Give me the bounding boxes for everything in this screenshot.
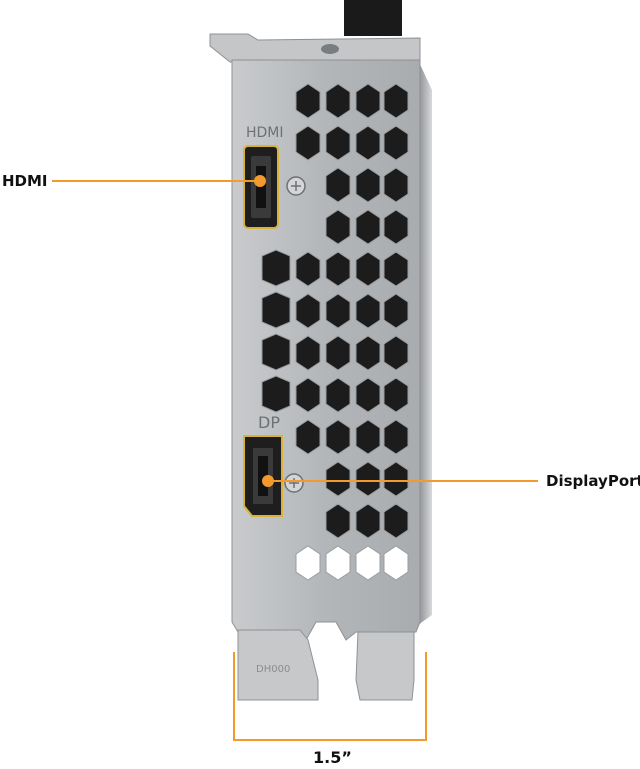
vent-opening [355, 503, 381, 539]
vent-opening [355, 335, 381, 371]
vent-opening [355, 545, 381, 581]
bracket-tab-left [237, 629, 319, 701]
vent-opening [295, 83, 321, 119]
vent-opening [355, 293, 381, 329]
vent-opening [355, 377, 381, 413]
vent-opening [325, 167, 351, 203]
displayport-callout-label: DisplayPort [546, 472, 640, 490]
vent-opening [325, 251, 351, 287]
vent-opening [325, 83, 351, 119]
vent-opening [383, 251, 409, 287]
vent-opening [295, 335, 321, 371]
hdmi-engraving: HDMI [246, 125, 284, 141]
vent-opening [355, 419, 381, 455]
vent-opening [383, 83, 409, 119]
dp-callout-dot [262, 475, 274, 487]
vent-opening [325, 209, 351, 245]
vent-grid [261, 83, 409, 581]
vent-opening [383, 167, 409, 203]
vent-opening [295, 545, 321, 581]
vent-opening [355, 251, 381, 287]
vent-opening [355, 125, 381, 161]
dp-engraving: DP [258, 413, 280, 432]
vent-opening [325, 125, 351, 161]
vent-opening [383, 125, 409, 161]
hdmi-port-icon [243, 145, 279, 229]
width-dimension-label: 1.5” [313, 748, 352, 767]
vent-opening [325, 377, 351, 413]
flange-slot [321, 44, 339, 54]
vent-opening [295, 251, 321, 287]
vent-opening [355, 167, 381, 203]
vent-opening [383, 377, 409, 413]
vent-opening [355, 83, 381, 119]
ground-screw-icon [286, 176, 306, 196]
vent-opening [325, 293, 351, 329]
vent-opening [295, 125, 321, 161]
hdmi-callout-label: HDMI [2, 172, 48, 190]
model-engraving: DH000 [256, 664, 290, 675]
vent-opening [325, 419, 351, 455]
vent-opening [261, 291, 291, 329]
bracket-tab-right [355, 631, 415, 701]
vent-opening [325, 503, 351, 539]
vent-opening [383, 461, 409, 497]
vent-opening [295, 293, 321, 329]
width-dimension-line [233, 652, 427, 741]
top-connector [344, 0, 402, 36]
displayport-port-icon [243, 435, 283, 517]
bracket-side [418, 60, 432, 625]
ground-screw-icon [284, 473, 304, 493]
vent-opening [355, 209, 381, 245]
vent-opening [325, 461, 351, 497]
vent-opening [261, 375, 291, 413]
vent-opening [325, 335, 351, 371]
vent-opening [295, 377, 321, 413]
vent-opening [355, 461, 381, 497]
bracket-top-flange [209, 33, 421, 63]
vent-opening [261, 333, 291, 371]
vent-opening [383, 503, 409, 539]
hdmi-callout-dot [254, 175, 266, 187]
vent-opening [383, 209, 409, 245]
vent-opening [261, 249, 291, 287]
vent-opening [383, 293, 409, 329]
vent-opening [325, 545, 351, 581]
vent-opening [383, 419, 409, 455]
vent-opening [383, 335, 409, 371]
vent-opening [383, 545, 409, 581]
vent-opening [295, 419, 321, 455]
